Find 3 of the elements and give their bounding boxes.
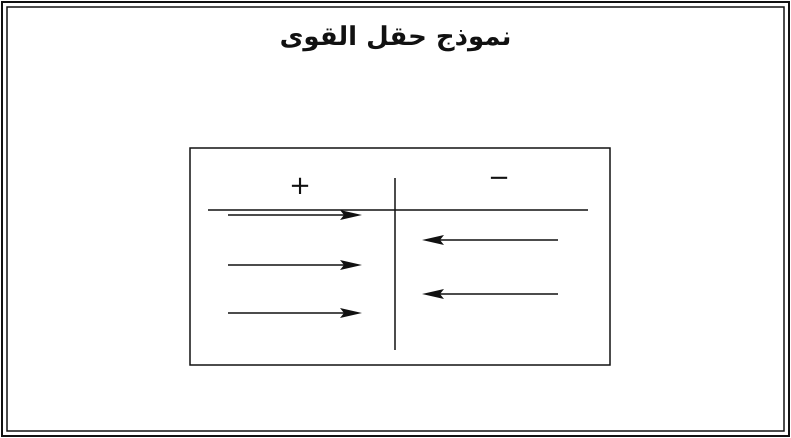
diagram-title: نموذج حقل القوى [280,22,512,52]
column-heading: − [488,165,510,191]
column-heading: + [289,173,311,199]
